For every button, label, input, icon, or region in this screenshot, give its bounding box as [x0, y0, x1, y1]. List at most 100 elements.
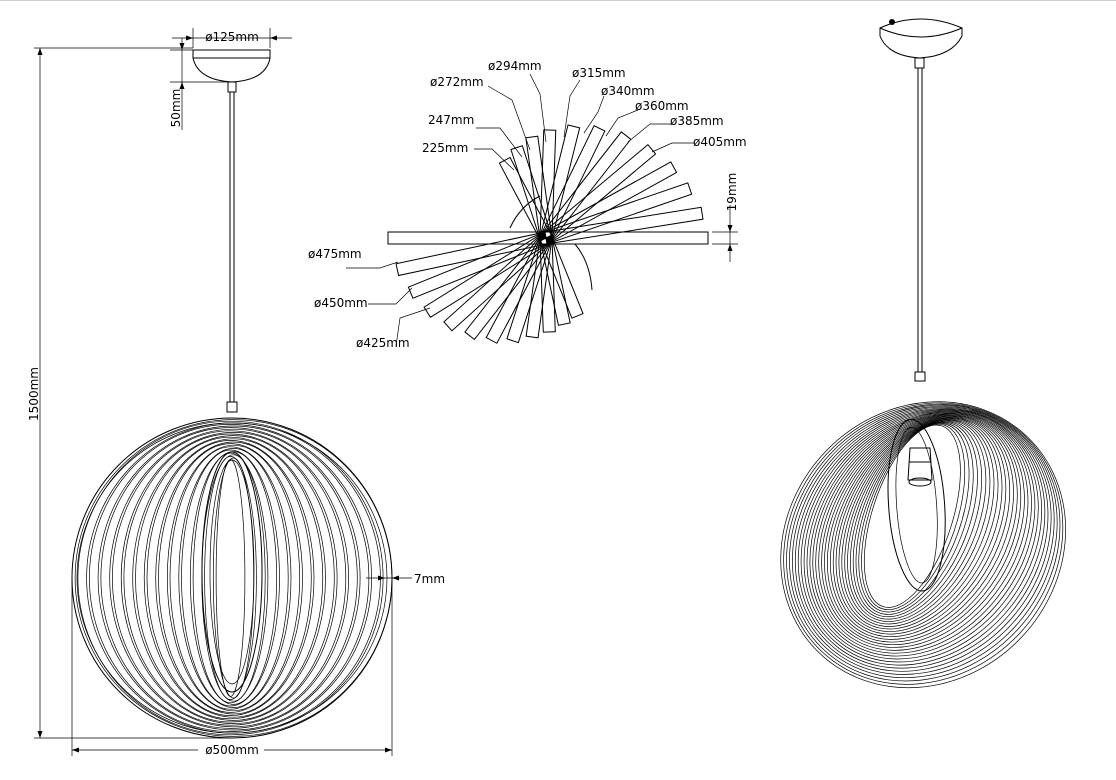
- shade-ring: [112, 430, 349, 726]
- leader-340: [583, 95, 605, 134]
- inner-ring: [201, 451, 263, 693]
- lamp-holder-cap: [226, 401, 238, 413]
- perspective-holder-cap: [914, 371, 926, 382]
- perspective-ring: [841, 418, 995, 627]
- ring-label-450: ø450mm: [314, 296, 368, 310]
- perspective-shade: [780, 401, 1066, 689]
- ring-thickness-label: 19mm: [725, 173, 739, 212]
- perspective-ring: [780, 401, 1066, 689]
- shade-ring: [135, 436, 326, 720]
- ring-label-405: ø405mm: [693, 135, 747, 149]
- perspective-ring: [786, 403, 1061, 682]
- perspective-ring: [838, 418, 999, 630]
- inner-ring-edge: [209, 459, 255, 685]
- shade-ring: [123, 433, 338, 723]
- perspective-ring: [829, 416, 1011, 638]
- leader-360: [605, 109, 639, 137]
- canopy-height-label: 50mm: [169, 89, 183, 128]
- leader-425: [395, 307, 431, 347]
- dimension-canopy-height: 50mm: [169, 38, 228, 130]
- shade-ring: [132, 435, 335, 721]
- perspective-ring: [847, 420, 987, 622]
- fan-hub-arc-lower: [574, 243, 593, 291]
- dimension-canopy-diameter: ø125mm: [172, 28, 292, 48]
- shade-ring: [158, 443, 303, 713]
- perspective-ring: [789, 404, 1058, 679]
- perspective-ring: [803, 409, 1042, 663]
- perspective-cord-grip: [914, 57, 925, 69]
- perspective-ring: [818, 413, 1025, 648]
- shade-ring: [120, 432, 347, 724]
- shade-ring: [166, 444, 301, 712]
- leader-385: [627, 123, 672, 143]
- leader-272: [487, 85, 531, 151]
- ring-label-247: 247mm: [428, 113, 474, 127]
- shade-ring: [192, 452, 269, 704]
- ring-label-225: 225mm: [422, 141, 468, 155]
- shade-ring: [204, 456, 257, 700]
- shade-ring: [146, 440, 315, 716]
- spherical-shade: [71, 417, 393, 739]
- shade-ring: [178, 448, 289, 708]
- ring-label-315: ø315mm: [572, 66, 626, 80]
- ring-label-385: ø385mm: [670, 114, 724, 128]
- perspective-ring: [849, 420, 983, 620]
- ring-label-425: ø425mm: [356, 336, 410, 350]
- perspective-ring: [835, 417, 1003, 632]
- shade-ring: [189, 451, 278, 705]
- fan-hub-arc-upper: [509, 195, 541, 229]
- leader-315: [563, 79, 581, 138]
- horizontal-ring-strip: [387, 231, 709, 245]
- perspective-ring: [792, 405, 1055, 675]
- perspective-inner-ring: [887, 418, 946, 592]
- ring-label-340: ø340mm: [601, 84, 655, 98]
- ceiling-canopy: [192, 49, 271, 83]
- leader-405: [651, 142, 694, 153]
- perspective-ring: [815, 412, 1029, 651]
- perspective-ring: [844, 419, 991, 625]
- shade-ring: [169, 446, 292, 710]
- canopy-rim: [879, 27, 963, 38]
- ring-label-272: ø272mm: [430, 75, 484, 89]
- perspective-ring: [806, 410, 1039, 660]
- canopy-screw-icon: [889, 19, 895, 25]
- perspective-ring: [824, 414, 1018, 643]
- perspective-view: [780, 18, 1066, 689]
- ring-label-360: ø360mm: [635, 99, 689, 113]
- perspective-ring: [863, 424, 961, 608]
- ring-strip: [395, 231, 548, 277]
- cord-grip: [227, 81, 237, 93]
- perspective-ring: [812, 411, 1032, 654]
- overall-height-label: 1500mm: [27, 367, 41, 421]
- perspective-ring: [809, 411, 1036, 657]
- lower-ring-strips: [395, 231, 584, 344]
- shade-ring: [155, 441, 312, 715]
- ring-label-475: ø475mm: [308, 247, 362, 261]
- dimension-ring-width: 7mm: [366, 572, 445, 586]
- perspective-ring: [821, 414, 1022, 646]
- dimension-shade-diameter: ø500mm: [71, 578, 393, 757]
- shade-ring: [201, 454, 266, 702]
- perspective-ring: [783, 402, 1064, 685]
- perspective-canopy: [879, 18, 963, 59]
- bulb-holder: [907, 447, 933, 487]
- perspective-ring: [852, 421, 978, 618]
- shade-outline: [71, 417, 393, 739]
- leader-225: [474, 148, 515, 171]
- perspective-ring: [797, 407, 1049, 669]
- perspective-ring: [855, 422, 974, 615]
- leader-294: [529, 73, 547, 143]
- perspective-ring: [861, 423, 966, 611]
- ring-label-294: ø294mm: [488, 59, 542, 73]
- shade-ring: [109, 428, 358, 728]
- ring-fan-detail: 19mm 225mm 247mm ø272mm ø294mm ø315mm ø3…: [308, 59, 747, 350]
- perspective-ring: [826, 415, 1014, 640]
- dimension-ring-thickness: 19mm: [712, 173, 739, 262]
- perspective-ring: [794, 406, 1052, 672]
- shade-diameter-label: ø500mm: [205, 743, 259, 757]
- perspective-inner-ring-edge: [895, 427, 938, 584]
- shade-ring: [143, 438, 324, 718]
- leader-450: [368, 287, 413, 305]
- perspective-ring: [800, 408, 1046, 666]
